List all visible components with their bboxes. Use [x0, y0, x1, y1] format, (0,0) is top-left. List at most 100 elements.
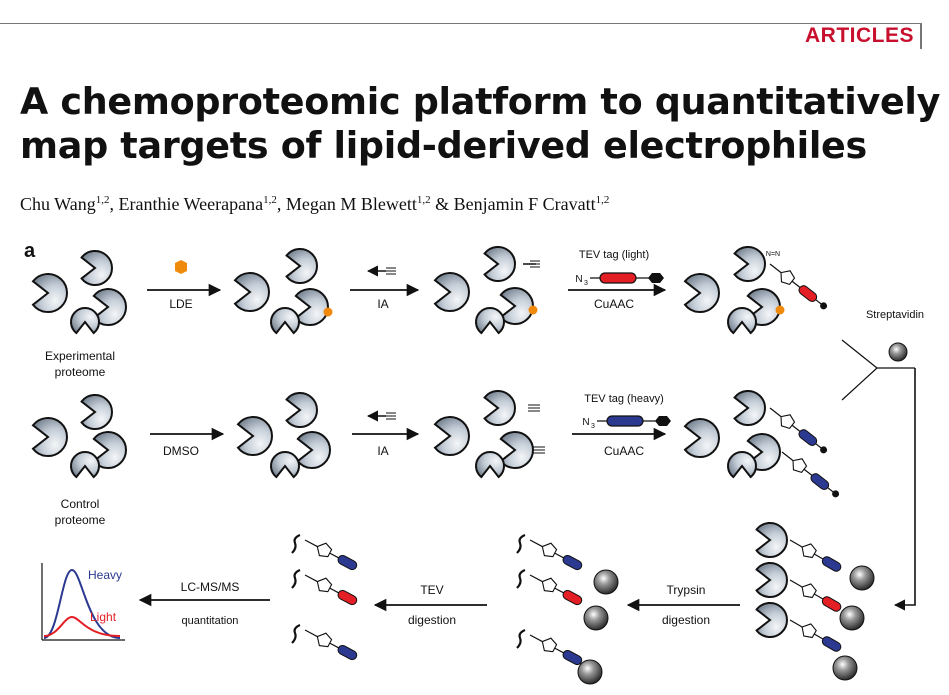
protein-icon: [70, 307, 100, 335]
light-peak: [43, 615, 121, 637]
triazole-tag: [529, 574, 583, 606]
triazole-ring-icon: [541, 577, 558, 593]
lde-icon: [175, 260, 187, 274]
protein-icon: [285, 392, 318, 428]
tev-tag-icon: [810, 473, 830, 490]
lde-adduct-icon: [528, 305, 538, 315]
digestion-label: digestion: [662, 613, 710, 627]
linker-icon: [554, 552, 564, 559]
protein-icon: [233, 272, 270, 312]
linker-icon: [304, 629, 318, 638]
linker-icon: [329, 642, 339, 649]
tev-tag-icon: [798, 429, 818, 446]
lde-label: LDE: [169, 297, 192, 311]
experimental-proteome-label: proteome: [55, 365, 106, 379]
digestion-label: digestion: [408, 613, 456, 627]
peptide-icon: [291, 568, 301, 589]
streptavidin-bead-icon: [839, 605, 865, 631]
protein-icon: [755, 562, 788, 598]
protein-icon: [475, 451, 505, 479]
protein-icon: [296, 431, 331, 469]
linker-icon: [529, 574, 543, 583]
protein-icon: [483, 246, 516, 282]
triazole-ring-icon: [801, 543, 817, 559]
triazole-tag: [304, 574, 358, 606]
linker-icon: [304, 574, 318, 583]
linker-icon: [789, 619, 803, 628]
protein-icon: [92, 288, 127, 326]
azide-subscript: 3: [591, 423, 595, 430]
protein-icon: [80, 394, 113, 430]
linker-icon: [304, 539, 318, 548]
triazole-tag: [781, 451, 840, 498]
protein-icon: [727, 451, 757, 479]
azide-label: N: [582, 417, 589, 428]
author-affiliation: 1,2: [416, 194, 431, 206]
lde-adduct-icon: [323, 307, 333, 317]
linker-icon: [769, 407, 782, 418]
streptavidin-bead-icon: [583, 605, 609, 631]
author-name: Chu Wang: [20, 194, 96, 214]
article-title: A chemoproteomic platform to quantitativ…: [20, 80, 941, 167]
triazole-tag: [304, 629, 358, 661]
tev-tag-icon: [821, 556, 842, 572]
linker-icon: [769, 263, 782, 274]
linker-icon: [791, 424, 801, 432]
merge-line: [841, 367, 878, 401]
lcms-label: LC-MS/MS: [181, 580, 240, 594]
triazole-ring-icon: [316, 542, 333, 558]
linker-icon: [329, 552, 339, 559]
azide-subscript: 3: [584, 280, 588, 287]
tev-tag-icon: [337, 554, 358, 571]
peptide-icon: [291, 623, 301, 644]
protein-icon: [683, 418, 720, 458]
protein-icon: [475, 307, 505, 335]
tev-tag-icon: [562, 649, 583, 666]
protein-icon: [755, 602, 788, 638]
protein-icon: [733, 246, 766, 282]
linker-icon: [789, 579, 803, 588]
protein-icon: [683, 273, 720, 313]
streptavidin-bead-icon: [577, 659, 603, 685]
tev-label: TEV: [420, 583, 443, 597]
protein-icon: [80, 250, 113, 286]
lde-adduct-icon: [775, 305, 785, 315]
protein-icon: [70, 451, 100, 479]
author-name: Megan M Blewett: [285, 194, 417, 214]
triazole-ring-icon: [541, 637, 558, 653]
protein-icon: [270, 307, 300, 335]
author-affiliation: 1,2: [595, 194, 610, 206]
dmso-label: DMSO: [163, 444, 199, 458]
triazole-tag: [304, 539, 358, 571]
linker-icon: [554, 587, 564, 594]
author-list: Chu Wang1,2, Eranthie Weerapana1,2, Mega…: [20, 194, 610, 214]
biotin-icon: [820, 302, 828, 310]
linker-icon: [813, 553, 824, 560]
linker-icon: [789, 539, 803, 548]
linker-icon: [813, 593, 824, 600]
panel-label: a: [24, 240, 36, 262]
experimental-proteome-label: Experimental: [45, 349, 115, 363]
protein-icon: [755, 522, 788, 558]
cuaac-label: CuAAC: [604, 444, 644, 458]
protein-icon: [31, 273, 68, 313]
ia-label: IA: [377, 444, 388, 458]
protein-icon: [285, 248, 318, 284]
streptavidin-label: Streptavidin: [866, 309, 924, 321]
merge-line: [841, 339, 878, 369]
tev-tag-light-label: TEV tag (light): [579, 249, 649, 261]
biotin-icon: [820, 446, 828, 454]
streptavidin-bead-icon: [832, 655, 858, 681]
triazole-ring-icon: [792, 458, 808, 474]
triazole-ring-icon: [316, 632, 333, 648]
biotin-icon: [648, 273, 664, 283]
trypsin-label: Trypsin: [667, 583, 706, 597]
triazole-ring-icon: [801, 583, 817, 599]
author-name: Eranthie Weerapana: [118, 194, 264, 214]
control-proteome-label: proteome: [55, 513, 106, 527]
triazole-ring-icon: [780, 270, 796, 286]
linker-icon: [554, 647, 564, 654]
triazole-ring-icon: [780, 414, 796, 430]
